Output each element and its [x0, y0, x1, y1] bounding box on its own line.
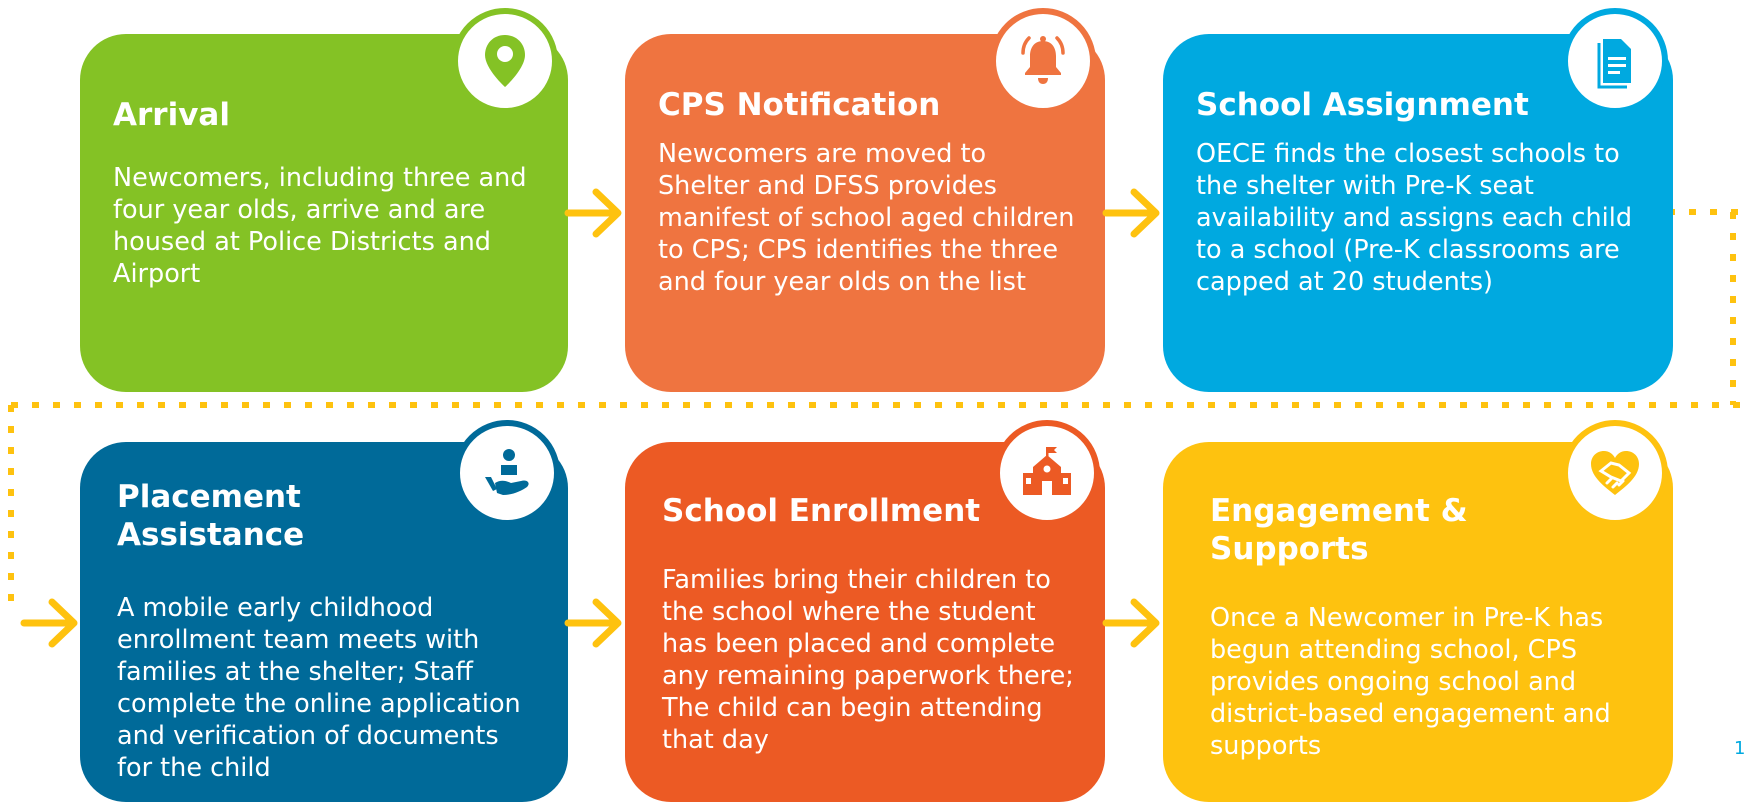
step-description: Newcomers, including three and four year… [113, 163, 527, 289]
page-number: 1 [1734, 738, 1745, 759]
step-title: Placement Assistance [117, 479, 305, 553]
step-card-placement-assistance: Placement Assistance A mobile early chil… [80, 442, 568, 802]
step-description: Families bring their children to the sch… [662, 565, 1074, 755]
arrow-right-icon [20, 598, 78, 648]
step-card-cps-notification: CPS Notification Newcomers are moved to … [625, 34, 1105, 392]
schoolhouse-icon [994, 420, 1100, 526]
step-title: CPS Notification [658, 87, 941, 123]
step-description: Once a Newcomer in Pre-K has begun atten… [1210, 603, 1611, 761]
step-description: Newcomers are moved to Shelter and DFSS … [658, 139, 1075, 297]
step-title: School Enrollment [662, 493, 981, 529]
map-pin-icon [452, 8, 558, 114]
arrow-right-icon [564, 188, 622, 238]
step-card-arrival: Arrival Newcomers, including three and f… [80, 34, 568, 392]
step-description: A mobile early childhood enrollment team… [117, 593, 521, 783]
step-title: Arrival [113, 97, 230, 133]
step-title: Engagement & Supports [1210, 493, 1468, 567]
bell-icon [990, 8, 1096, 114]
step-card-school-assignment: School Assignment OECE finds the closest… [1163, 34, 1673, 392]
document-icon [1562, 8, 1668, 114]
handshake-heart-icon [1562, 420, 1668, 526]
hand-person-icon [454, 420, 560, 526]
arrow-right-icon [564, 598, 622, 648]
arrow-right-icon [1102, 598, 1160, 648]
arrow-right-icon [1102, 188, 1160, 238]
step-title: School Assignment [1196, 87, 1529, 123]
step-description: OECE finds the closest schools to the sh… [1196, 139, 1633, 297]
